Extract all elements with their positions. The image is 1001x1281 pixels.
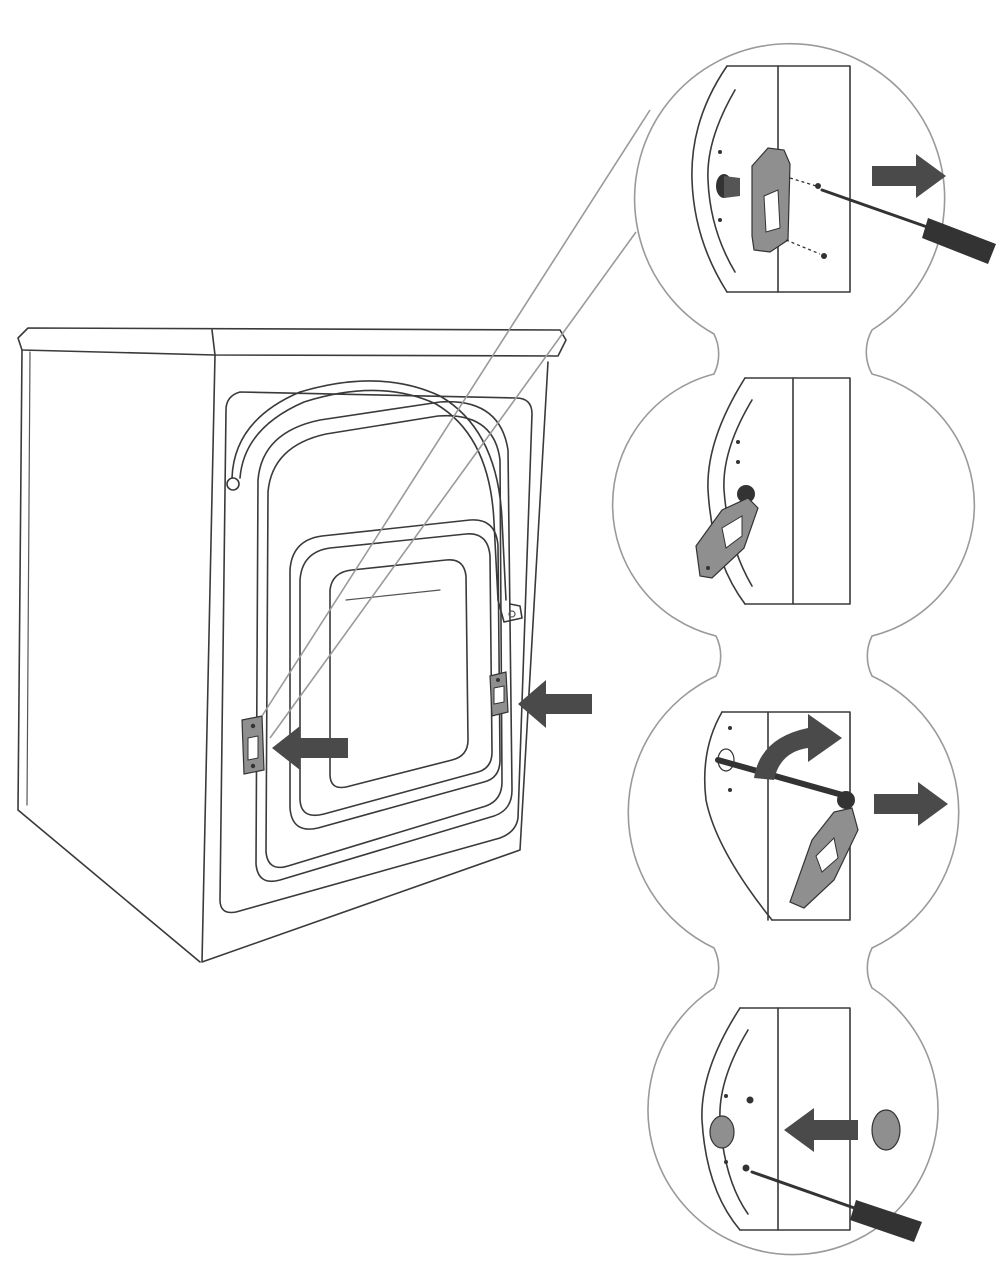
left-hinge [241,715,265,775]
step-4-install-plug [701,1007,922,1242]
step-1-remove-hinge [691,65,996,293]
arrow-left-icon [272,726,348,770]
curved-arrow-icon [754,714,842,780]
screwdriver-icon [750,1170,922,1242]
step-3-remove-pin [703,711,948,921]
arrow-left-icon [784,1108,858,1152]
callout-lines [261,109,651,739]
arrow-left-icon [518,680,592,728]
step-2-detach-bracket [695,377,851,605]
arrow-right-icon [872,154,946,198]
right-hinge [489,671,509,717]
appliance-cabinet [17,327,567,963]
arrow-right-icon [874,782,948,826]
step-bubbles [611,42,976,1256]
screwdriver-icon [820,188,996,264]
